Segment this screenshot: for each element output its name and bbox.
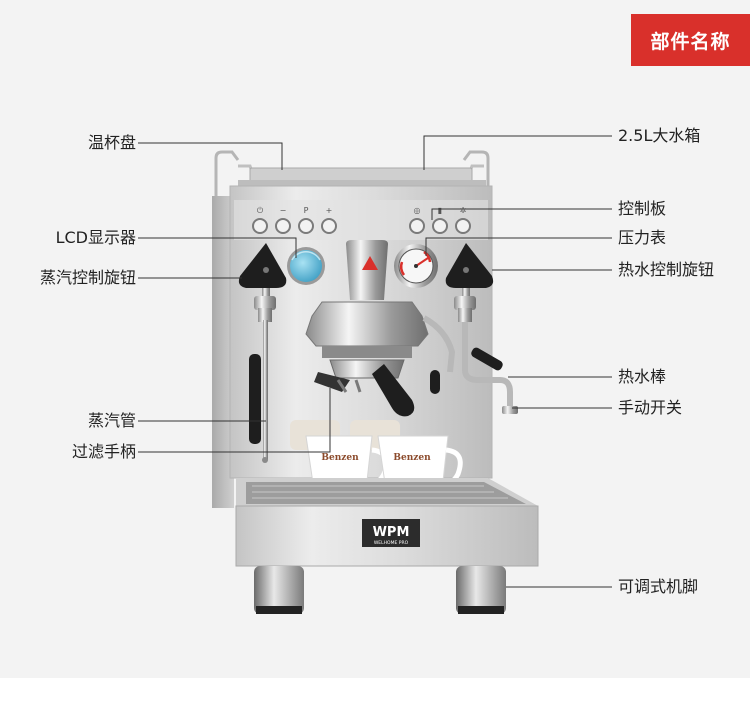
label-lcd-display: LCD显示器 — [55, 228, 136, 247]
group-head — [305, 240, 429, 358]
label-control-panel: 控制板 — [618, 199, 667, 218]
steam-knob — [238, 243, 287, 300]
label-hot-water-knob: 热水控制旋钮 — [618, 260, 715, 279]
drip-tray: WPM WELHOME PRO — [235, 478, 539, 567]
label-steam-knob: 蒸汽控制旋钮 — [39, 268, 136, 287]
lcd-display — [287, 247, 325, 285]
hot-water-knob — [445, 243, 494, 300]
cup-warmer-rail — [214, 150, 490, 200]
label-steam-wand: 蒸汽管 — [87, 411, 136, 430]
cup-brand-text-2: Benzen — [393, 453, 431, 463]
footer-band — [0, 678, 750, 705]
program-icon: P — [304, 206, 309, 215]
parts-name-badge: 部件名称 — [631, 14, 750, 66]
power-icon: ⏻ — [257, 206, 264, 215]
manual-lever — [422, 315, 456, 394]
steam-icon: ✲ — [460, 206, 467, 215]
brand-subtitle: WELHOME PRO — [374, 540, 409, 546]
portafilter — [314, 359, 415, 417]
minus-icon: − — [280, 206, 287, 215]
leader-lines — [138, 135, 612, 588]
brand-plate — [362, 519, 420, 547]
hot-water-icon: ▮ — [438, 206, 442, 215]
label-adjustable-feet: 可调式机脚 — [618, 577, 699, 596]
pressure-gauge — [394, 244, 438, 288]
label-water-tank: 2.5L大水箱 — [618, 126, 701, 145]
cup-brand-text: Benzen — [321, 453, 359, 463]
label-cup-warmer: 温杯盘 — [87, 133, 136, 152]
cup-icon: ◎ — [414, 206, 421, 215]
label-pressure-gauge: 压力表 — [618, 228, 667, 247]
label-portafilter: 过滤手柄 — [71, 442, 136, 461]
plus-icon: + — [326, 206, 333, 215]
steam-valve — [254, 296, 276, 322]
hot-water-valve — [454, 296, 476, 322]
label-hot-water-wand: 热水棒 — [618, 367, 667, 386]
adjustable-feet — [254, 566, 506, 614]
hot-water-wand — [462, 322, 518, 414]
button-panel: ⏻ − P + ◎ ▮ ✲ — [252, 206, 471, 234]
label-manual-switch: 手动开关 — [618, 398, 683, 417]
brand-logo: WPM — [373, 525, 410, 540]
